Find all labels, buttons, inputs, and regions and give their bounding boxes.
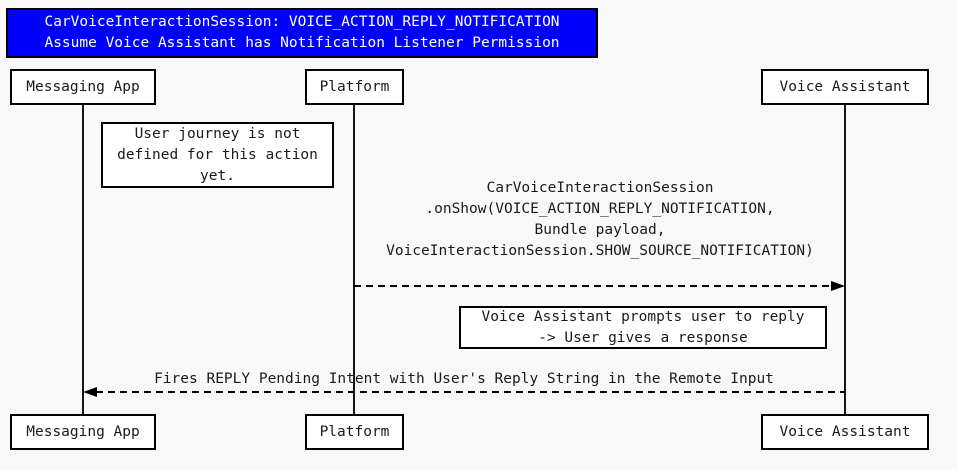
message-onshow-line-1: CarVoiceInteractionSession xyxy=(486,180,714,196)
message-arrow-reply-pending-intent[interactable] xyxy=(82,386,846,398)
participant-box-voice-assistant-bottom[interactable]: Voice Assistant xyxy=(761,414,929,450)
message-reply-pending-intent-line-1: Fires REPLY Pending Intent with User's R… xyxy=(154,371,774,387)
message-arrow-onshow[interactable] xyxy=(353,280,846,292)
message-onshow-line-3: Bundle payload, xyxy=(534,222,666,238)
message-label-onshow: CarVoiceInteractionSession .onShow(VOICE… xyxy=(355,178,845,262)
diagram-title-line-2: Assume Voice Assistant has Notification … xyxy=(44,35,560,51)
participant-box-messaging-app-top[interactable]: Messaging App xyxy=(10,69,156,105)
participant-label-messaging-app-bottom: Messaging App xyxy=(26,424,140,440)
note-voice-prompt-line-2: -> User gives a response xyxy=(538,329,748,346)
diagram-title-line-1: CarVoiceInteractionSession: VOICE_ACTION… xyxy=(44,14,560,30)
message-onshow-line-2: .onShow(VOICE_ACTION_REPLY_NOTIFICATION, xyxy=(425,201,775,217)
participant-box-platform-bottom[interactable]: Platform xyxy=(305,414,404,450)
lifeline-platform xyxy=(353,104,355,415)
lifeline-messaging-app xyxy=(82,104,84,415)
participant-label-platform-bottom: Platform xyxy=(319,424,390,440)
participant-box-platform-top[interactable]: Platform xyxy=(305,69,404,105)
participant-label-voice-assistant-top: Voice Assistant xyxy=(779,79,911,95)
message-onshow-line-4: VoiceInteractionSession.SHOW_SOURCE_NOTI… xyxy=(386,243,814,259)
lifeline-voice-assistant xyxy=(844,104,846,415)
note-voice-prompt-line-1: Voice Assistant prompts user to reply xyxy=(481,308,805,325)
note-user-journey-line-3: yet. xyxy=(200,167,235,184)
note-user-journey-line-1: User journey is not xyxy=(134,125,301,142)
participant-box-messaging-app-bottom[interactable]: Messaging App xyxy=(10,414,156,450)
note-user-journey-line-2: defined for this action xyxy=(117,146,318,163)
participant-label-messaging-app-top: Messaging App xyxy=(26,79,140,95)
participant-box-voice-assistant-top[interactable]: Voice Assistant xyxy=(761,69,929,105)
participant-label-platform-top: Platform xyxy=(319,79,390,95)
diagram-title-box: CarVoiceInteractionSession: VOICE_ACTION… xyxy=(6,8,598,58)
message-label-reply-pending-intent: Fires REPLY Pending Intent with User's R… xyxy=(83,369,845,390)
note-user-journey: User journey is not defined for this act… xyxy=(101,122,334,188)
note-voice-prompt: Voice Assistant prompts user to reply ->… xyxy=(459,306,827,349)
participant-label-voice-assistant-bottom: Voice Assistant xyxy=(779,424,911,440)
